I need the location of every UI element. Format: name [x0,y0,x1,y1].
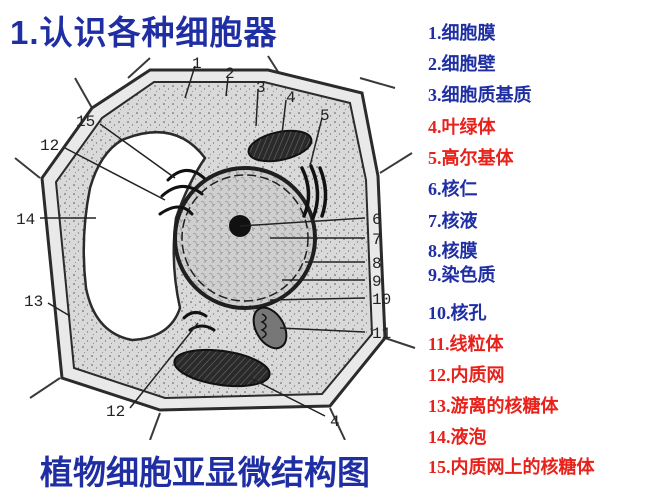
plant-cell-diagram: 1 2 3 4 5 15 12 14 6 7 8 9 10 13 11 12 4 [14,55,416,440]
legend-item: 15.内质网上的核糖体 [428,457,595,478]
diagram-caption: 植物细胞亚显微结构图 [40,453,370,492]
legend-item: 8.核膜 [428,241,478,262]
neighbor-cell-walls [14,55,416,440]
legend-item: 10.核孔 [428,303,487,324]
title-text: 认识各种细胞器 [39,13,278,52]
mitochondrion [252,306,288,350]
slide-title: 1.认识各种细胞器 [10,6,278,54]
diagram-label: 15 [76,113,95,131]
legend-item: 12.内质网 [428,365,505,386]
diagram-label: 3 [256,79,266,97]
diagram-label-group: 1 2 3 4 5 15 12 14 6 7 8 9 10 13 11 12 4 [16,55,391,431]
diagram-label: 2 [225,65,235,83]
chloroplast-top [247,129,313,163]
diagram-label: 14 [16,211,35,229]
golgi-apparatus [300,164,328,220]
legend-item: 9.染色质 [428,265,496,286]
chloroplast-bottom [173,348,271,388]
legend-item: 1.细胞膜 [428,23,496,44]
legend-item: 7.核液 [428,211,478,232]
diagram-label: 12 [106,403,125,421]
leader-lines [40,65,366,417]
vacuole [82,131,207,342]
title-number: 1. [10,14,40,51]
legend-item: 4.叶绿体 [428,117,496,138]
legend-item: 6.核仁 [428,179,478,200]
legend-item: 3.细胞质基质 [428,85,532,106]
diagram-label: 10 [372,291,391,309]
diagram-label: 4 [330,413,340,431]
legend-item: 11.线粒体 [428,334,504,355]
endoplasmic-reticulum [158,169,216,332]
diagram-label: 11 [372,325,391,343]
diagram-label: 4 [286,89,296,107]
diagram-label: 8 [372,255,382,273]
diagram-label: 12 [40,137,59,155]
legend-item: 14.液泡 [428,427,487,448]
legend-item: 13.游离的核糖体 [428,396,559,417]
diagram-label: 9 [372,273,382,291]
diagram-label: 1 [192,55,202,73]
legend-item: 2.细胞壁 [428,54,496,75]
diagram-label: 7 [372,231,382,249]
diagram-label: 6 [372,211,382,229]
diagram-label: 5 [320,107,330,125]
diagram-label: 13 [24,293,43,311]
legend-item: 5.高尔基体 [428,148,514,169]
